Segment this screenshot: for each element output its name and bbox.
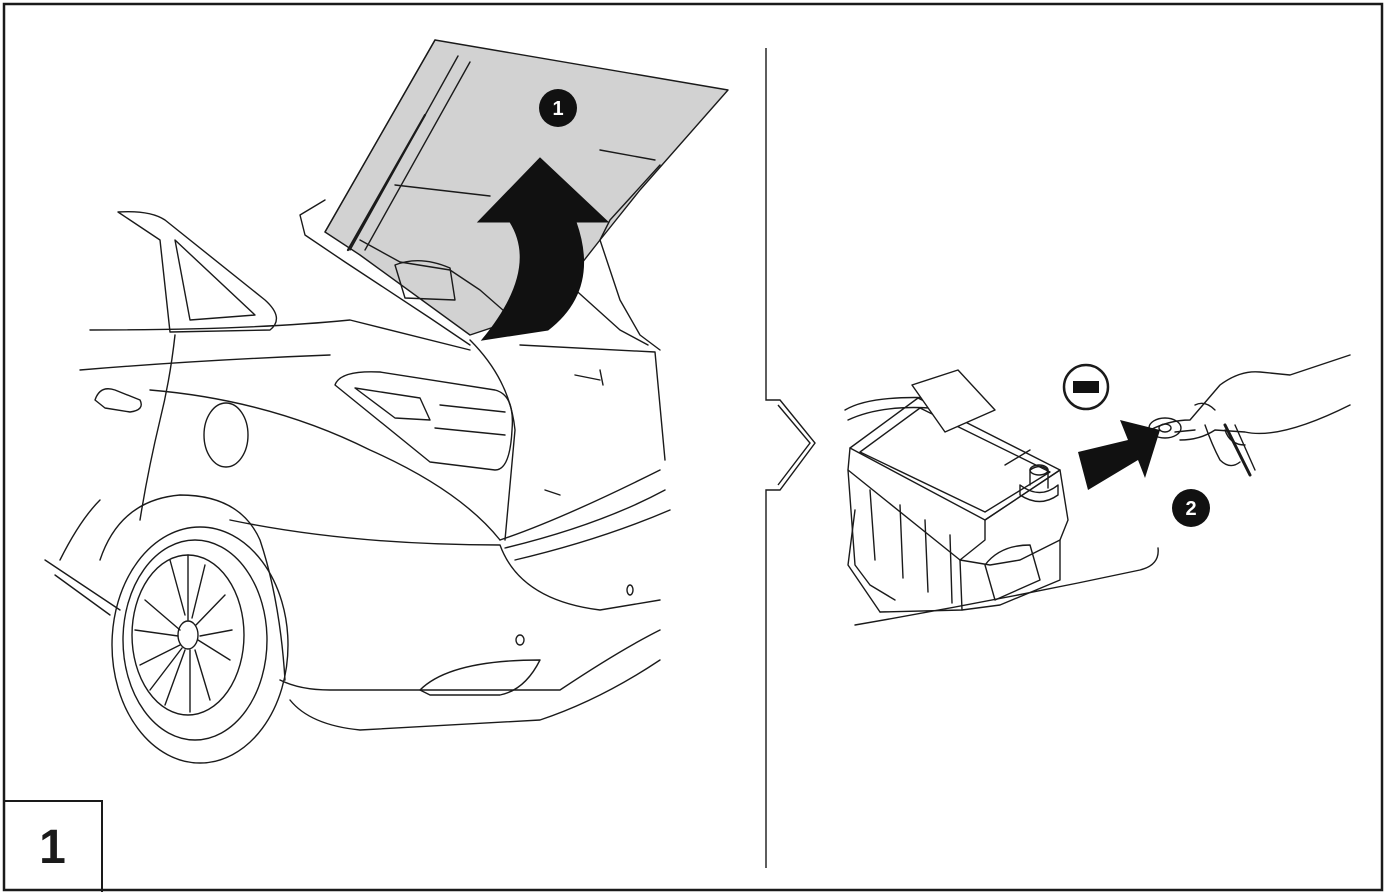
callout-1-label: 1 — [552, 98, 563, 120]
disconnect-direction-arrow — [1078, 420, 1160, 490]
callout-2-label: 2 — [1185, 498, 1196, 520]
step-number-box: 1 — [4, 800, 103, 892]
step-divider — [765, 48, 816, 868]
minus-circle-icon — [1062, 363, 1110, 411]
battery-illustration — [844, 354, 1351, 626]
callout-1: 1 — [539, 89, 577, 127]
rear-wheel — [111, 526, 289, 764]
car-illustration — [44, 39, 729, 764]
step-number: 1 — [39, 820, 66, 874]
callout-2: 2 — [1172, 489, 1210, 527]
lift-direction-arrow — [476, 157, 610, 341]
